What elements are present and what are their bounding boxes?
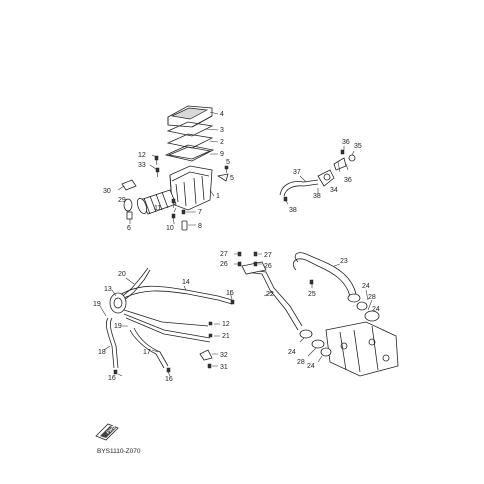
- screw-5a: [224, 165, 229, 173]
- callout-12-top: 12: [138, 152, 146, 159]
- callout-36-top: 36: [342, 139, 350, 146]
- callout-27-left: 27: [220, 251, 228, 258]
- callout-12-bottom: 12: [222, 321, 230, 328]
- callout-6: 6: [127, 225, 131, 232]
- callout-25: 25: [308, 291, 316, 298]
- bracket-32: [199, 349, 218, 369]
- callout-20: 20: [118, 271, 126, 278]
- bolt-10: [171, 213, 176, 222]
- callout-24-bottom-left: 24: [288, 349, 296, 356]
- callout-24-right-top: 24: [362, 283, 370, 290]
- callout-3: 3: [220, 127, 224, 134]
- callout-17: 17: [143, 349, 151, 356]
- callout-34: 34: [330, 187, 338, 194]
- callout-16-right: 16: [165, 376, 173, 383]
- breather-assembly: [279, 146, 356, 205]
- callout-36-right: 36: [344, 177, 352, 184]
- gasket-2: [166, 133, 214, 149]
- callout-30: 30: [103, 188, 111, 195]
- callout-labels: 4 3 2 9 12 33 5 5 30 29 1 7 6 11 10 8 36…: [93, 111, 380, 383]
- bolt-11: [171, 198, 176, 208]
- callout-21: 21: [222, 333, 230, 340]
- callout-1: 1: [216, 193, 220, 200]
- callout-22: 22: [266, 291, 274, 298]
- callout-19-mid: 19: [114, 323, 122, 330]
- callout-35: 35: [354, 143, 362, 150]
- callout-11: 11: [154, 205, 161, 212]
- callout-10: 10: [166, 225, 174, 232]
- gasket-3: [166, 121, 214, 137]
- callout-33: 33: [138, 162, 146, 169]
- callout-38-low: 38: [289, 207, 297, 214]
- callout-26-left: 26: [220, 261, 228, 268]
- bolt-33: [155, 167, 160, 177]
- gasket-9: [164, 144, 215, 162]
- fwd-badge: FWD: [95, 423, 119, 441]
- air-cleaner-case: [169, 165, 213, 211]
- air-cleaner-assembly: [117, 105, 229, 231]
- clamp-30: [121, 179, 137, 191]
- intake-hose-23: [292, 252, 361, 303]
- callout-4: 4: [220, 111, 224, 118]
- bolt-7: [181, 209, 186, 215]
- callout-24-bottom-right: 24: [307, 363, 315, 370]
- callout-13: 13: [104, 286, 112, 293]
- callout-15: 15: [226, 290, 234, 297]
- callout-27-right: 27: [264, 252, 272, 259]
- callout-2: 2: [220, 139, 224, 146]
- callout-23: 23: [340, 258, 348, 265]
- fwd-badge-text: FWD: [105, 424, 117, 435]
- hose-22: [234, 251, 303, 331]
- callout-37: 37: [293, 169, 301, 176]
- callout-32: 32: [220, 352, 228, 359]
- callout-18: 18: [98, 349, 106, 356]
- drain-6: [126, 211, 133, 224]
- callout-38-mid: 38: [313, 193, 321, 200]
- callout-19-left: 19: [93, 301, 101, 308]
- bolt-12: [154, 155, 159, 165]
- callout-26-right: 26: [264, 263, 272, 270]
- diagram-code: BYS1110-Z070: [97, 448, 141, 455]
- throttle-body-assembly: [299, 289, 399, 377]
- callout-5-upper: 5: [226, 159, 230, 166]
- callout-16-left: 16: [108, 375, 116, 382]
- air-filter-cap: [167, 105, 213, 128]
- callout-31: 31: [220, 364, 228, 371]
- collar-8: [181, 220, 188, 231]
- callout-28-bottom: 28: [297, 359, 305, 366]
- callout-5-lower: 5: [230, 175, 234, 182]
- intake-duct: [136, 189, 177, 215]
- callout-8: 8: [198, 223, 202, 230]
- callout-29: 29: [118, 197, 126, 204]
- callout-24-right-mid: 24: [372, 306, 380, 313]
- callout-14: 14: [182, 279, 190, 286]
- callout-7: 7: [198, 209, 202, 216]
- clip-5b: [216, 173, 229, 182]
- callout-9: 9: [220, 151, 224, 158]
- intake-pipes-left: [99, 267, 235, 377]
- callout-28-right: 28: [368, 294, 376, 301]
